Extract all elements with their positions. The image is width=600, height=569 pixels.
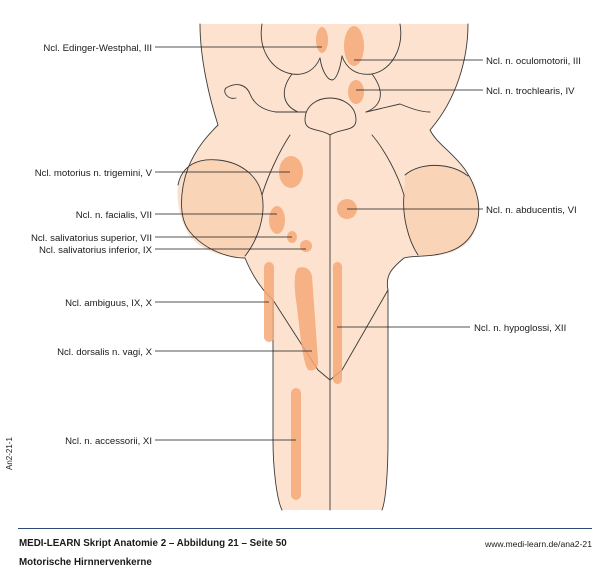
label-trochlearis: Ncl. n. trochlearis, IV — [486, 86, 575, 97]
label-motorius-trigemini: Ncl. motorius n. trigemini, V — [35, 168, 153, 179]
nucleus-dorsalis-vagi — [294, 267, 319, 371]
nucleus-hypoglossi — [333, 262, 342, 384]
label-salivatorius-superior: Ncl. salivatorius superior, VII — [31, 233, 152, 244]
label-oculomotorii: Ncl. n. oculomotorii, III — [486, 56, 581, 67]
nucleus-trochlearis — [348, 80, 364, 104]
leader-lines — [155, 46, 483, 441]
footer-rule — [18, 528, 592, 529]
footer-subtitle: Motorische Hirnnervenkerne — [19, 557, 152, 568]
nucleus-edinger-westphal — [316, 27, 328, 53]
label-abducentis: Ncl. n. abducentis, VI — [486, 205, 577, 216]
footer-url[interactable]: www.medi-learn.de/ana2-21 — [484, 539, 592, 549]
figure-code: An2-21-1 — [5, 437, 14, 470]
labels: Ncl. Edinger-Westphal, III Ncl. n. oculo… — [31, 43, 581, 447]
label-edinger-westphal: Ncl. Edinger-Westphal, III — [43, 43, 152, 54]
nucleus-oculomotorii — [344, 26, 364, 66]
label-salivatorius-inferior: Ncl. salivatorius inferior, IX — [39, 245, 153, 256]
label-dorsalis-vagi: Ncl. dorsalis n. vagi, X — [57, 347, 153, 358]
nucleus-facialis — [269, 206, 285, 234]
label-ambiguus: Ncl. ambiguus, IX, X — [65, 298, 153, 309]
label-accessorii: Ncl. n. accessorii, XI — [65, 436, 152, 447]
brainstem-outline — [177, 23, 480, 511]
nucleus-salivatorius-inferior — [300, 240, 312, 252]
label-facialis: Ncl. n. facialis, VII — [76, 210, 152, 221]
nucleus-motorius-trigemini — [279, 156, 303, 188]
label-hypoglossi: Ncl. n. hypoglossi, XII — [474, 323, 566, 334]
footer-title: MEDI-LEARN Skript Anatomie 2 – Abbildung… — [19, 538, 287, 549]
nucleus-accessorii — [291, 388, 301, 500]
